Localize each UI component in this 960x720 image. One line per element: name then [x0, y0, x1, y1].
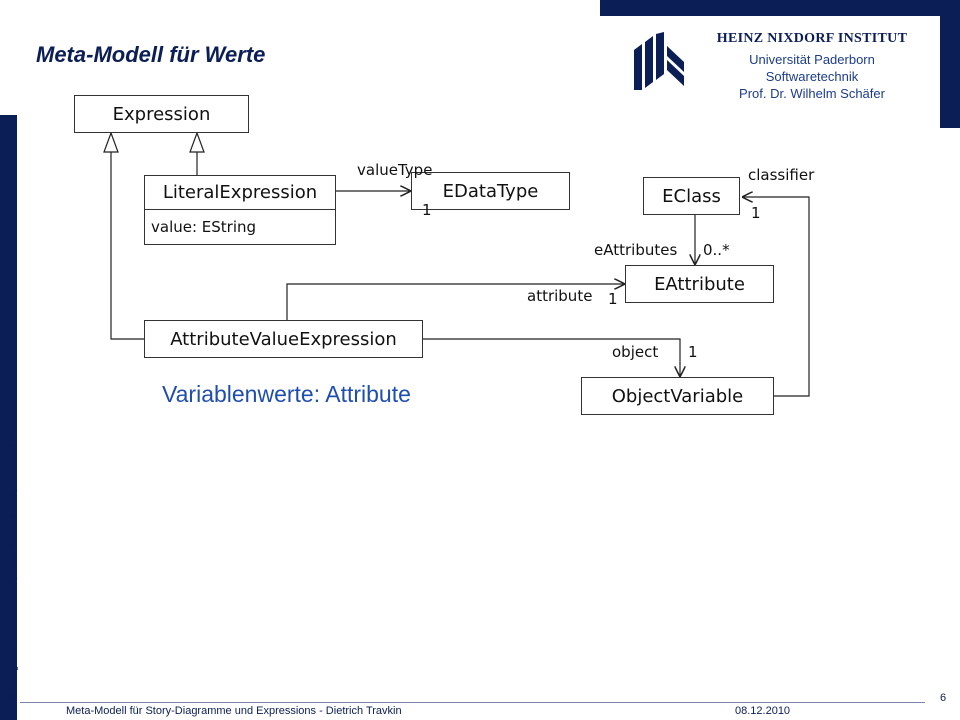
footer-title: Meta-Modell für Story-Diagramme und Expr… [66, 705, 402, 717]
class-edatatype: EDataType [411, 172, 570, 210]
attribute-edge [286, 284, 625, 320]
class-object-variable-label: ObjectVariable [611, 385, 744, 407]
class-literal-expression: LiteralExpression value: EString [144, 175, 336, 245]
label-object: object [612, 343, 659, 361]
generalization-attrvalue-edge [110, 152, 144, 340]
label-object-multiplicity: 1 [688, 343, 698, 361]
label-classifier: classifier [748, 166, 815, 184]
header-top-bar [600, 0, 960, 16]
slide-title: Meta-Modell für Werte [36, 42, 266, 67]
institute-name: HEINZ NIXDORF INSTITUT [716, 31, 908, 46]
object-edge [423, 338, 680, 377]
class-edatatype-label: EDataType [442, 180, 539, 202]
class-eattribute: EAttribute [625, 265, 774, 303]
label-value-type-multiplicity: 1 [422, 201, 432, 219]
class-eclass: EClass [643, 177, 740, 215]
department-name: Softwaretechnik [765, 69, 859, 84]
label-eattributes-multiplicity: 0..* [703, 241, 730, 259]
institute-logo-icon [634, 32, 684, 90]
class-object-variable: ObjectVariable [581, 377, 774, 415]
label-value-type: valueType [357, 161, 433, 179]
page-number: 6 [940, 692, 947, 704]
classifier-edge [742, 197, 810, 397]
professor-name: Prof. Dr. Wilhelm Schäfer [739, 86, 885, 101]
label-attribute-multiplicity: 1 [608, 290, 618, 308]
class-eattribute-label: EAttribute [654, 273, 745, 295]
class-expression-label: Expression [112, 103, 211, 125]
header-right-bar [940, 16, 960, 128]
label-classifier-multiplicity: 1 [751, 204, 761, 222]
class-attribute-value-expression: AttributeValueExpression [144, 320, 423, 358]
left-side-bar [0, 115, 17, 720]
footer-date: 08.12.2010 [735, 705, 791, 717]
generalization-attrvalue-triangle [103, 131, 119, 153]
label-attribute: attribute [527, 287, 593, 305]
class-literal-expression-label: LiteralExpression [145, 176, 335, 210]
class-attribute-value-expression-label: AttributeValueExpression [170, 328, 397, 350]
label-eattributes: eAttributes [594, 241, 678, 259]
footer-divider [20, 702, 925, 703]
generalization-literal-triangle [189, 131, 205, 153]
class-eclass-label: EClass [662, 185, 721, 207]
class-expression: Expression [74, 95, 249, 133]
university-name: Universität Paderborn [749, 52, 875, 67]
caption-text: Variablenwerte: Attribute [162, 381, 411, 407]
class-literal-expression-attribute: value: EString [151, 218, 257, 236]
